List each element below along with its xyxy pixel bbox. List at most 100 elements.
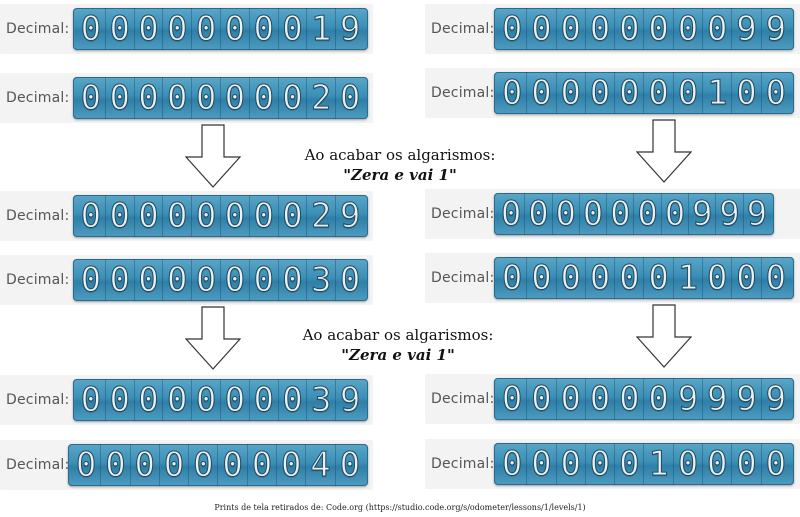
- odometer-digit: 0: [80, 196, 102, 237]
- odometer-digit: 0: [133, 195, 163, 237]
- odometer-digit: 0: [702, 443, 731, 485]
- odometer-digit: 0: [633, 193, 660, 235]
- odometer-digit: 0: [248, 259, 278, 301]
- odometer-digit: 9: [715, 193, 742, 235]
- down-arrow-icon: [185, 306, 241, 370]
- odometer-digit: 0: [104, 259, 134, 301]
- odometer-digit: 0: [133, 77, 163, 119]
- odometer-digit: 0: [133, 8, 163, 50]
- odometer-digit: 1: [643, 443, 672, 485]
- down-arrow-icon: [185, 124, 241, 188]
- carry-caption-2: Ao acabar os algarismos: "Zera e vai 1": [298, 325, 498, 365]
- decimal-label: Decimal:: [6, 90, 70, 106]
- odometer-digit: 3: [306, 259, 335, 301]
- odometer-digit: 0: [584, 257, 614, 299]
- odometer-digit: 9: [335, 379, 364, 421]
- odometer-digit: 0: [219, 379, 249, 421]
- odometer-digit: 9: [742, 193, 770, 235]
- down-arrow-icon: [636, 304, 692, 368]
- odometer-digit: 0: [672, 443, 702, 485]
- odometer-digit: 1: [702, 72, 731, 114]
- odometer-digit: 0: [219, 195, 249, 237]
- odometer-digit: 0: [555, 378, 585, 420]
- odometer-digit: 0: [760, 257, 790, 299]
- odometer-digit: 0: [162, 77, 191, 119]
- odometer-digit: 0: [219, 259, 249, 301]
- decimal-label: Decimal:: [6, 208, 70, 224]
- odometer-digit: 9: [760, 8, 790, 50]
- odometer-digit: 0: [501, 9, 523, 50]
- odometer-digit: 9: [760, 378, 790, 420]
- odometer-digit: 0: [335, 77, 364, 119]
- odometer-digit: 0: [219, 77, 249, 119]
- odometer-digit: 0: [584, 8, 614, 50]
- odometer-digit: 0: [551, 193, 579, 235]
- odometer-digit: 0: [104, 8, 134, 50]
- source-credit: Prints de tela retirados de: Code.org (h…: [214, 503, 586, 512]
- odometer-digit: 0: [158, 444, 188, 486]
- odometer-digit: 0: [614, 443, 643, 485]
- odometer-digit: 0: [672, 8, 702, 50]
- odometer-digit: 0: [702, 8, 731, 50]
- odometer-digit: 0: [188, 444, 217, 486]
- odometer-digit: 2: [306, 195, 335, 237]
- odometer-digit: 0: [277, 379, 307, 421]
- carry-caption-1: Ao acabar os algarismos: "Zera e vai 1": [300, 145, 500, 185]
- odometer-digit: 0: [614, 378, 643, 420]
- odometer-digit: 0: [526, 72, 555, 114]
- odometer-digit: 0: [248, 77, 278, 119]
- odometer-digit: 0: [80, 78, 102, 119]
- odometer-digit: 9: [688, 193, 715, 235]
- odometer-digit: 0: [104, 379, 134, 421]
- odometer-digit: 0: [104, 195, 134, 237]
- odometer-digit: 0: [760, 72, 790, 114]
- decimal-label: Decimal:: [431, 206, 495, 222]
- odometer-digit: 1: [306, 8, 335, 50]
- odometer-digit: 0: [277, 77, 307, 119]
- odometer-digit: 9: [335, 8, 364, 50]
- decimal-label: Decimal:: [6, 21, 70, 37]
- caption-line: Ao acabar os algarismos:: [304, 146, 496, 164]
- odometer-digit: 0: [614, 72, 643, 114]
- odometer-digit: 0: [248, 379, 278, 421]
- odometer-digit: 9: [672, 378, 702, 420]
- odometer-digit: 0: [614, 8, 643, 50]
- odometer-digit: 0: [334, 444, 364, 486]
- odometer-digit: 0: [162, 195, 191, 237]
- odometer-digit: 0: [760, 443, 790, 485]
- odometer-digit: 0: [217, 444, 246, 486]
- odometer-digit: 0: [133, 259, 163, 301]
- decimal-label: Decimal:: [6, 457, 70, 473]
- odometer-digit: 0: [277, 195, 307, 237]
- odometer-digit: 0: [606, 193, 633, 235]
- odometer-digit: 0: [731, 72, 760, 114]
- odometer-digit: 0: [524, 193, 551, 235]
- odometer-digit: 0: [248, 195, 278, 237]
- decimal-label: Decimal:: [6, 392, 70, 408]
- odometer-digit: 0: [248, 8, 278, 50]
- decimal-label: Decimal:: [431, 270, 495, 286]
- odometer-digit: 0: [219, 8, 249, 50]
- odometer-digit: 0: [672, 72, 702, 114]
- odometer-digit: 0: [555, 72, 585, 114]
- odometer-digit: 0: [75, 445, 97, 486]
- odometer-digit: 0: [162, 259, 191, 301]
- odometer-digit: 0: [731, 257, 760, 299]
- odometer-digit: 0: [555, 443, 585, 485]
- odometer-digit: 0: [277, 8, 307, 50]
- odometer-digit: 0: [191, 8, 220, 50]
- odometer-digit: 0: [104, 77, 134, 119]
- odometer-digit: 0: [555, 8, 585, 50]
- caption-rule: "Zera e vai 1": [343, 166, 457, 184]
- odometer-digit: 0: [276, 444, 305, 486]
